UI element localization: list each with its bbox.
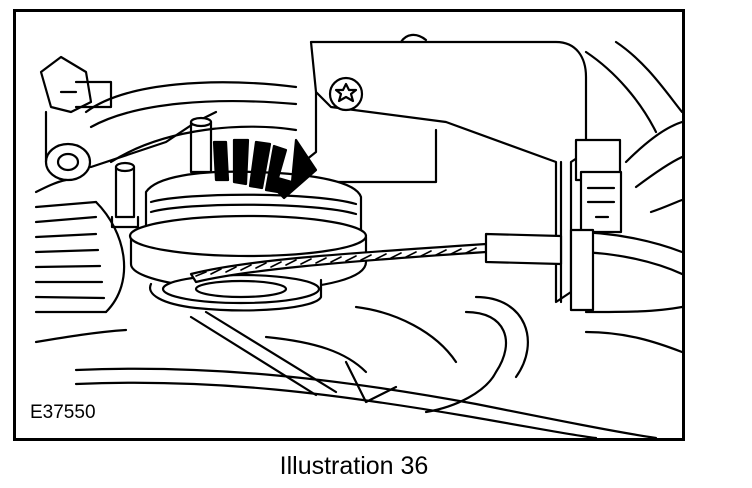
drive-belt [189, 232, 563, 284]
sensor-posts [110, 116, 213, 229]
wiring-hoses [74, 295, 658, 438]
illustration-caption: Illustration 36 [279, 452, 429, 480]
illustration-frame [13, 9, 685, 441]
mounting-bracket [304, 33, 588, 304]
upper-housing [34, 81, 298, 194]
rotation-arrow-icon [212, 138, 318, 200]
left-bracket [39, 55, 218, 182]
tensioner-pulley [128, 170, 368, 312]
reference-code: E37550 [30, 402, 96, 423]
left-coolant-pipes [34, 200, 128, 344]
engine-line-drawing [34, 33, 682, 438]
electrical-connector [559, 138, 623, 312]
torx-screw-icon [334, 82, 358, 103]
